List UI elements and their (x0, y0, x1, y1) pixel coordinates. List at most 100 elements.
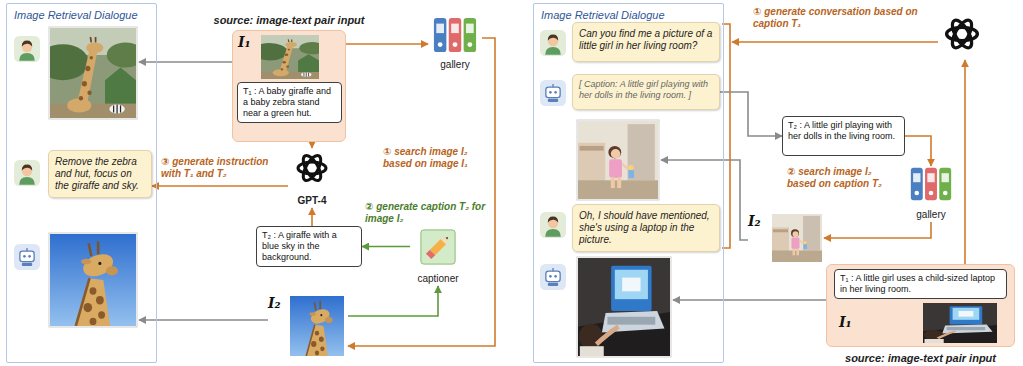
flow-arrow (964, 60, 966, 264)
label-holder: ③ generate instruction with T₁ and T₂ (160, 156, 286, 180)
connector-arrow (152, 185, 288, 187)
text-holder: I₁ (839, 313, 852, 331)
text-holder: T₁ : A little girl uses a child-sized la… (835, 270, 1006, 298)
caption-bubble: [ Caption: A little girl playing with he… (572, 74, 720, 110)
text-holder: T₂ : A giraffe with a blue sky in the ba… (257, 227, 361, 266)
step-label: ① search image I₂ based on image I₁ (382, 146, 490, 170)
caption-text: [ Caption: A little girl playing with he… (579, 79, 713, 101)
gallery-icon (432, 16, 478, 54)
source-heading: source: image-text pair input (845, 352, 996, 364)
gallery-icon (909, 166, 953, 202)
user-avatar (540, 30, 566, 56)
user-avatar (540, 212, 566, 238)
girl-laptop-photo (923, 303, 997, 343)
gpt-logo (292, 148, 332, 188)
photo-frame (577, 120, 659, 200)
image-node: I₂ (748, 212, 824, 264)
caption-text: T₁ : A little girl uses a child-sized la… (840, 273, 1001, 295)
connector-arrow (362, 246, 410, 248)
text-holder: captioner (410, 268, 466, 286)
icon-label: GPT-4 (298, 195, 327, 206)
text-holder: gallery (428, 54, 482, 72)
source-box: source: image-text pair inputI₁T₁ : A ba… (232, 30, 346, 142)
text-holder: T₂ : A little girl playing with her doll… (783, 117, 904, 145)
chat-bubble: Oh, I should have mentioned, she's using… (572, 204, 720, 252)
dialogue-panel: Image Retrieval DialogueCan you find me … (533, 3, 724, 363)
icon-label: gallery (440, 59, 469, 70)
girl-dolls-photo (578, 121, 658, 199)
chat-bubble: Can you find me a picture of a little gi… (572, 22, 720, 62)
caption-text: T₂ : A giraffe with a blue sky in the ba… (262, 230, 356, 263)
bot-avatar (540, 264, 566, 290)
leader-arrow (139, 319, 268, 321)
connector-arrow (720, 92, 782, 136)
caption-box: T₂ : A little girl playing with her doll… (782, 116, 905, 156)
gpt-node: GPT-4 (288, 148, 336, 208)
giraffe-sky-photo (290, 296, 344, 356)
connector-arrow (311, 208, 313, 226)
label-holder: ② search image I₂ based on caption T₂ (786, 166, 902, 190)
gallery-icon: gallery (428, 16, 482, 72)
leader-arrow (673, 299, 826, 301)
step-label: ③ generate instruction with T₁ and T₂ (160, 156, 286, 180)
photo-frame (577, 257, 671, 357)
text-holder: Oh, I should have mentioned, she's using… (573, 205, 719, 251)
dialogue-panel: Image Retrieval DialogueRemove the zebra… (6, 3, 157, 363)
icon-label: captioner (417, 273, 458, 284)
label-holder: ① search image I₂ based on image I₁ (382, 146, 490, 170)
text-holder: GPT-4 (288, 190, 336, 208)
captioner-icon (419, 228, 457, 266)
gpt-logo (947, 17, 978, 50)
text-holder: gallery (906, 204, 956, 222)
label-holder: ① generate conversation based on caption… (752, 6, 934, 30)
connector-arrow (346, 43, 428, 45)
user-avatar (14, 160, 40, 186)
connector-arrow (348, 286, 438, 316)
image-label: I₂ (748, 213, 761, 229)
flow-arrow (732, 41, 938, 43)
bot-avatar (14, 244, 40, 270)
caption-box: T₁ : A baby giraffe and a baby zebra sta… (237, 82, 342, 123)
image-node: I₂ (268, 294, 348, 358)
text-holder: I₂ (268, 294, 281, 312)
giraffe-sky-photo (50, 234, 136, 326)
bot-avatar (540, 80, 566, 106)
caption-box: T₁ : A little girl uses a child-sized la… (834, 269, 1007, 299)
source-heading: source: image-text pair input (214, 14, 365, 26)
text-holder: [ Caption: A little girl playing with he… (573, 75, 719, 105)
connector-arrow (348, 38, 495, 346)
chat-text: Can you find me a picture of a little gi… (579, 28, 713, 52)
text-holder: Can you find me a picture of a little gi… (573, 23, 719, 57)
chat-bubble: Remove the zebra and hut, focus on the g… (48, 150, 152, 198)
image-label: I₁ (238, 34, 251, 50)
user-avatar (14, 36, 40, 62)
chat-text: Remove the zebra and hut, focus on the g… (55, 156, 145, 192)
text-holder: T₁ : A baby giraffe and a baby zebra sta… (238, 83, 341, 122)
text-holder: Image Retrieval Dialogue (7, 4, 156, 26)
step-label: ① generate conversation based on caption… (752, 6, 934, 30)
caption-text: T₂ : A little girl playing with her doll… (788, 120, 899, 142)
giraffe-photo (37, 28, 145, 118)
text-holder: Remove the zebra and hut, focus on the g… (49, 151, 151, 197)
image-label: I₁ (839, 314, 852, 330)
text-holder: source: image-text pair input (214, 10, 365, 28)
icon-label: gallery (916, 209, 945, 220)
text-holder: I₁ (238, 33, 251, 51)
panel-title: Image Retrieval Dialogue (541, 8, 716, 22)
giraffe-photo (261, 35, 319, 79)
label-holder: ② generate caption T₂ for image I₂ (364, 201, 488, 225)
captioner-icon: captioner (410, 228, 466, 286)
connector-arrow (824, 222, 931, 238)
leader-arrow (139, 61, 232, 63)
image-label: I₂ (268, 295, 281, 311)
text-holder: source: image-text pair input (845, 348, 996, 366)
chat-text: Oh, I should have mentioned, she's using… (579, 210, 713, 246)
connectors (152, 38, 931, 346)
connector-arrow (905, 136, 931, 166)
caption-text: T₁ : A baby giraffe and a baby zebra sta… (243, 86, 336, 119)
step-label: ② generate caption T₂ for image I₂ (364, 201, 488, 225)
source-box: I₁source: image-text pair inputT₁ : A li… (826, 264, 1015, 347)
girl-laptop-photo (578, 258, 670, 356)
gallery-icon: gallery (906, 166, 956, 222)
